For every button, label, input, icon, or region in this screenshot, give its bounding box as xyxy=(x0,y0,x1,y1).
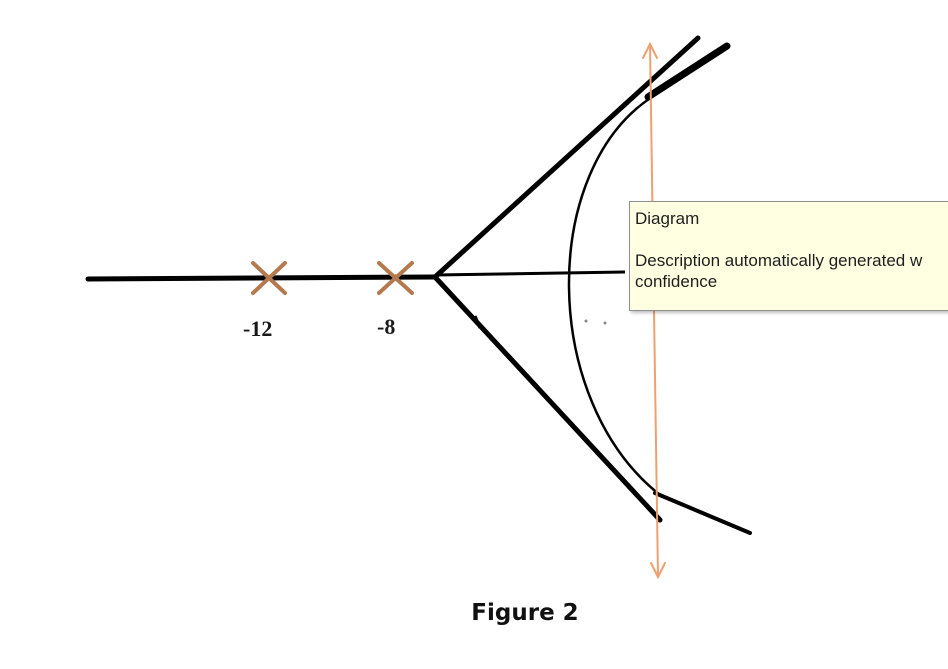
locus-branch-upper-tail xyxy=(644,42,731,101)
figure-caption: Figure 2 xyxy=(471,600,579,626)
locus-branch-lower-tail xyxy=(653,491,752,535)
tooltip-spacer xyxy=(635,229,948,250)
stray-dot xyxy=(584,319,588,323)
pole-label-m8: -8 xyxy=(377,314,396,339)
alt-text-tooltip: Diagram Description automatically genera… xyxy=(629,201,948,311)
locus-branch-curve xyxy=(567,95,661,496)
pole-marker-m12 xyxy=(251,261,287,295)
pole-label-m12: -12 xyxy=(243,316,273,341)
real-axis-locus-left xyxy=(85,274,438,282)
real-axis-line-right xyxy=(434,270,626,277)
asymptote-upper xyxy=(432,35,701,280)
tooltip-title: Diagram xyxy=(635,209,700,228)
pole-marker-m8 xyxy=(377,261,414,295)
tooltip-description-line2: confidence xyxy=(635,272,718,291)
asymptote-lower xyxy=(432,274,663,523)
tooltip-description-line1: Description automatically generated w xyxy=(635,251,923,270)
stray-mark xyxy=(473,315,482,329)
stray-dot xyxy=(603,321,607,325)
